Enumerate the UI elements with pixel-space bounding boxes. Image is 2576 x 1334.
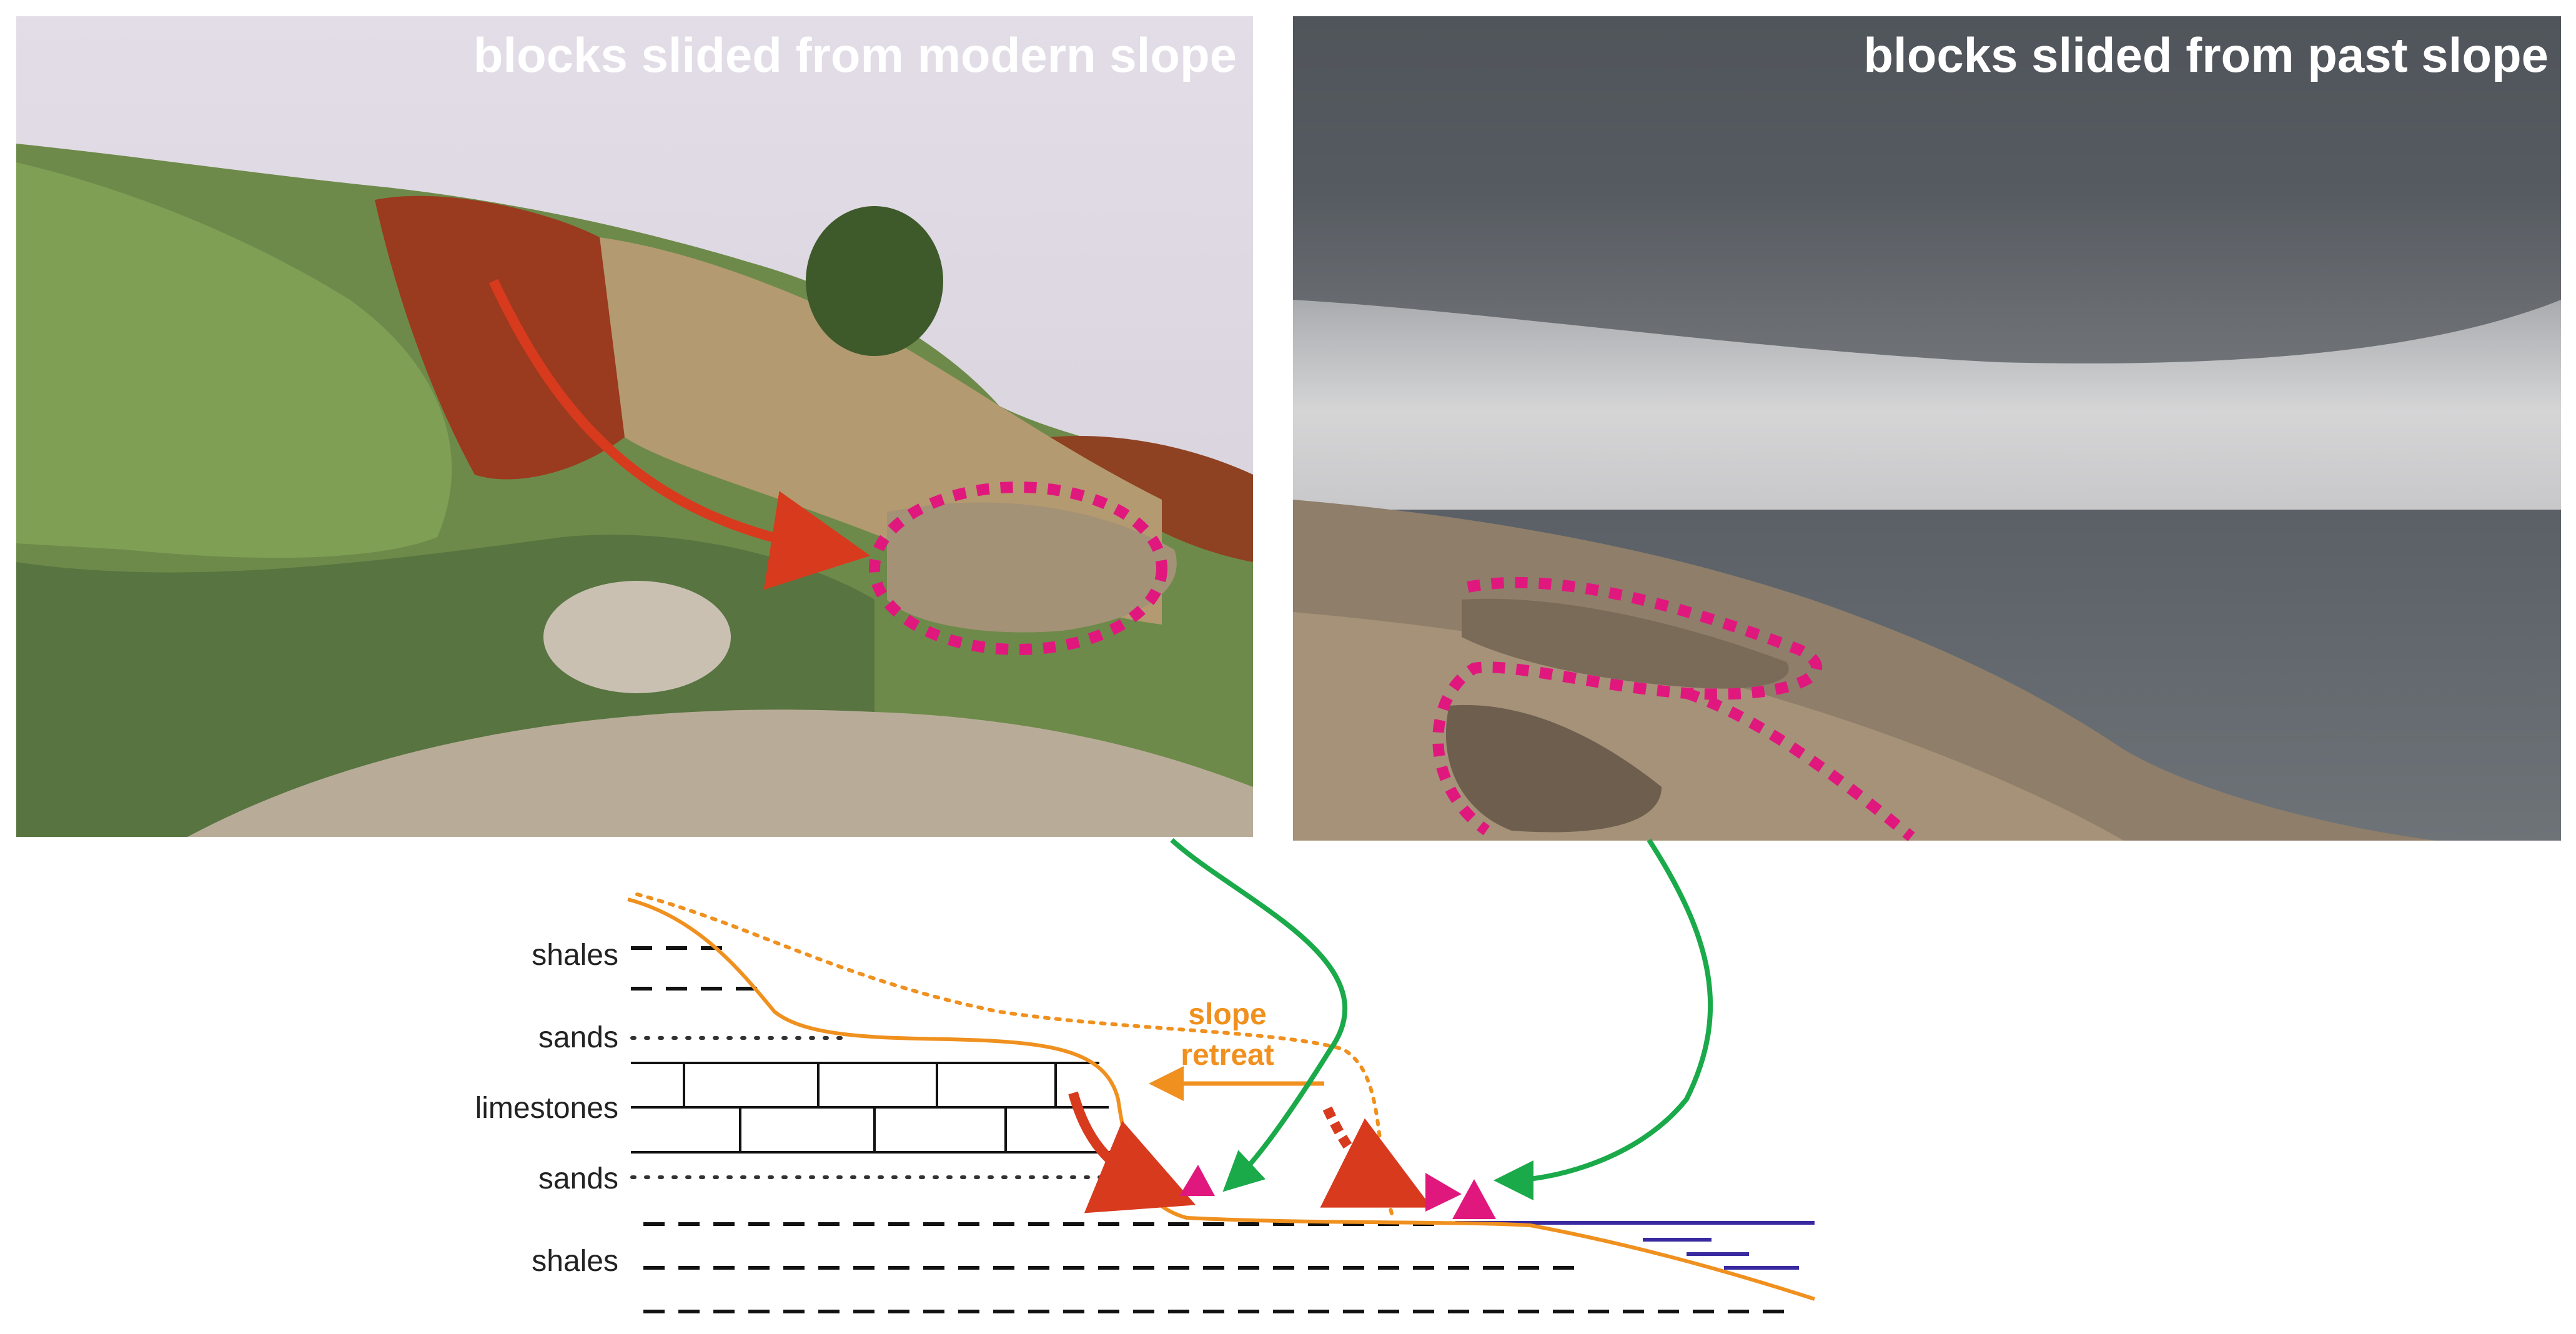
slope-retreat-label-line2: retreat [1181, 1039, 1274, 1072]
link-arrow-left-photo [1170, 838, 1348, 1192]
photo-left: blocks slided from modern slope [16, 16, 1253, 837]
photo-left-slid-block [887, 502, 1177, 633]
modern-slope-profile [627, 897, 1815, 1301]
photo-left-tree [806, 206, 943, 356]
geologic-section: shales sands limestones sands shales [475, 838, 1815, 1313]
layer-label-shales-bottom: shales [532, 1245, 618, 1278]
slope-retreat-label-line1: slope [1188, 998, 1266, 1031]
photo-left-slide-arrow [488, 279, 871, 590]
layer-label-shales-top: shales [532, 939, 618, 972]
past-slope-profile [635, 892, 1395, 1220]
layer-label-sands-bottom: sands [538, 1162, 618, 1195]
photo-right: blocks slided from past slope [1293, 16, 2561, 841]
photo-right-title: blocks slided from past slope [1863, 27, 2549, 82]
layer-label-sands-top: sands [538, 1021, 618, 1054]
past-block-marker-2 [1452, 1179, 1496, 1219]
limestone-bricks [631, 1062, 1118, 1154]
photo-right-cloud [1293, 16, 2561, 363]
photo-left-block-outline [869, 482, 1167, 655]
past-slide-arrow [1320, 1106, 1432, 1208]
photo-right-block-lower [1445, 704, 1662, 833]
modern-slide-arrow [1068, 1091, 1196, 1213]
photo-left-ground [187, 709, 1253, 837]
modern-block-marker [1179, 1165, 1215, 1196]
photo-left-boulder [543, 581, 731, 693]
photo-right-block-outline [1432, 576, 1915, 841]
photo-right-block-upper [1462, 598, 1789, 689]
layer-label-limestones: limestones [475, 1092, 618, 1125]
past-block-marker-1 [1425, 1173, 1462, 1212]
photo-left-title: blocks slided from modern slope [473, 27, 1237, 82]
link-arrow-right-photo [1494, 838, 1713, 1200]
photo-left-grass [16, 162, 452, 558]
